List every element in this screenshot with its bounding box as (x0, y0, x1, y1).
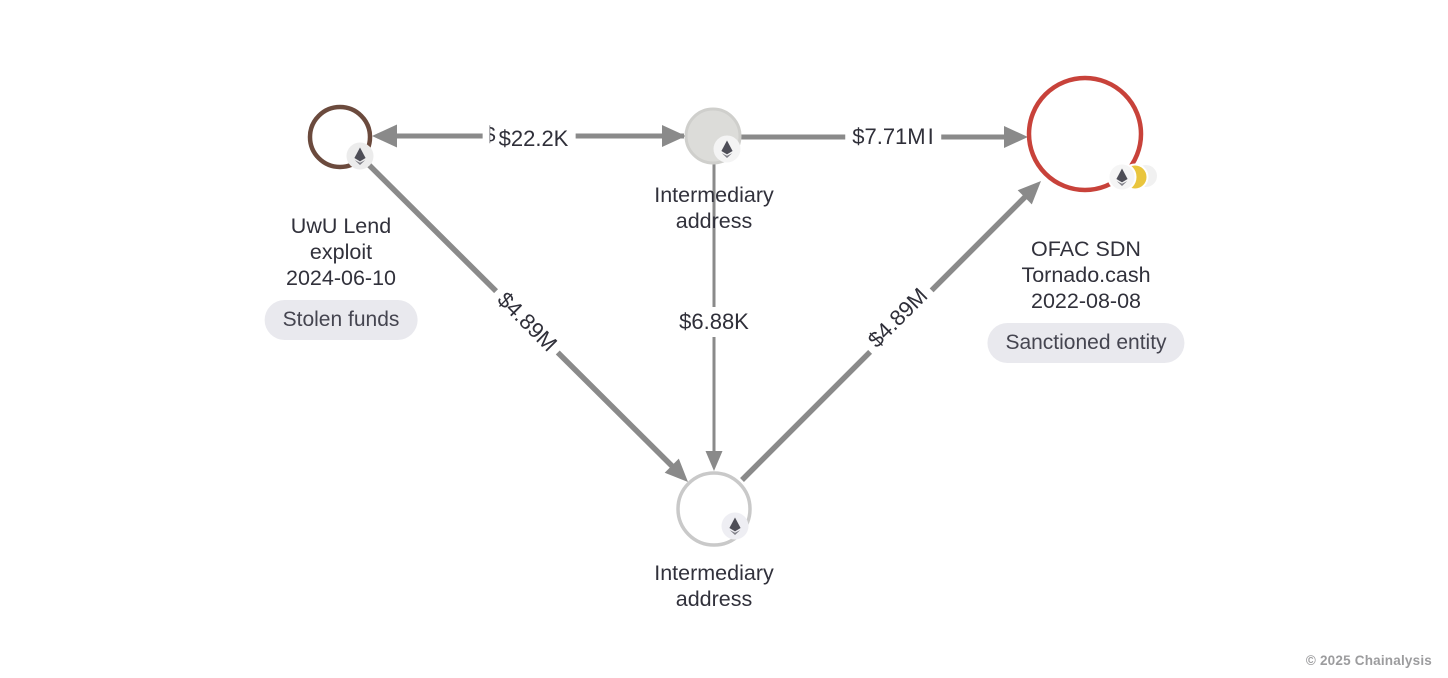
edge-amount-text: $7.71M (852, 124, 926, 149)
arrowhead-into-source (372, 124, 397, 148)
clipped-label-fragment: $ (490, 124, 496, 146)
ethereum-icon (713, 135, 741, 163)
node-title-line: 2024-06-10 (286, 266, 396, 290)
arrowhead-into-top-intermediary (662, 125, 686, 147)
edge-arrowheads (372, 124, 1041, 482)
node-title-line: Tornado.cash (1021, 263, 1151, 287)
arrowhead-into-bottom-vertical (705, 451, 723, 471)
arrowhead-into-sanctioned-diagonal (1017, 181, 1041, 205)
node-sanctioned-title: OFAC SDN Tornado.cash 2022-08-08 (956, 236, 1216, 314)
clipped-label-fragment: I (927, 124, 934, 149)
edge-label-top-to-sanctioned[interactable]: $7.71MI (845, 122, 941, 152)
arrowhead-into-bottom-from-source (664, 458, 688, 482)
node-title-line: exploit (309, 240, 373, 264)
node-intermediary-top-title: Intermediary address (584, 182, 844, 234)
node-title-line: UwU Lend (290, 214, 392, 238)
node-title-line: 2022-08-08 (1031, 289, 1141, 313)
node-source-title: UwU Lend exploit 2024-06-10 (211, 213, 471, 291)
edge-amount-text: $22.2K (498, 126, 569, 151)
edge-label-top-to-bottom[interactable]: $6.88K (672, 307, 756, 337)
copyright-notice: © 2025 Chainalysis (1305, 653, 1432, 668)
status-badge-sanctioned-entity: Sanctioned entity (987, 323, 1185, 363)
edge-amount-text: $6.88K (679, 309, 749, 334)
ethereum-icon (1107, 162, 1137, 192)
node-title-line: address (675, 209, 753, 233)
status-badge-stolen-funds: Stolen funds (264, 300, 418, 340)
arrowhead-into-sanctioned-horizontal (1004, 126, 1028, 148)
node-title-line: Intermediary (654, 561, 774, 585)
node-title-line: OFAC SDN (1031, 237, 1141, 261)
ethereum-icon (721, 512, 749, 540)
ethereum-icon (346, 142, 374, 170)
node-sanctioned-tornado-cash[interactable] (1026, 75, 1144, 193)
node-title-line: Intermediary (654, 183, 774, 207)
edge-label-top-to-source[interactable]: $$22.2K (482, 120, 576, 154)
node-intermediary-bottom-title: Intermediary address (584, 560, 844, 612)
asset-badge-stack (1107, 162, 1159, 192)
node-title-line: address (675, 587, 753, 611)
